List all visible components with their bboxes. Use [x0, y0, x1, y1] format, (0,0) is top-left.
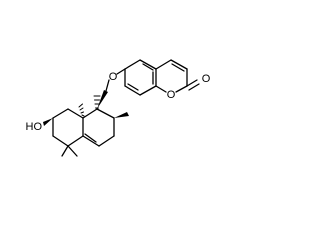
- wedge-ch2-bond: [97, 90, 108, 109]
- benzene-ring: [124, 59, 157, 96]
- decalin-skeleton: [52, 108, 115, 157]
- hashed-bonds: [78, 95, 101, 117]
- ring-oxygen-label: O: [167, 89, 176, 101]
- carbonyl-oxygen-label: O: [202, 73, 211, 85]
- pyranone-ring: [155, 59, 188, 93]
- ether-linkage: [105, 68, 126, 92]
- carbonyl-bond: [186, 79, 200, 91]
- wedge-methyl-bond: [114, 112, 129, 118]
- hydroxyl-label: HO: [26, 121, 43, 133]
- ether-oxygen-label: O: [109, 71, 118, 83]
- molecule-drawing: O O O HO: [26, 59, 211, 157]
- wedge-hydroxyl-bond: [43, 118, 53, 126]
- structure-diagram: O O O HO: [25, 59, 211, 157]
